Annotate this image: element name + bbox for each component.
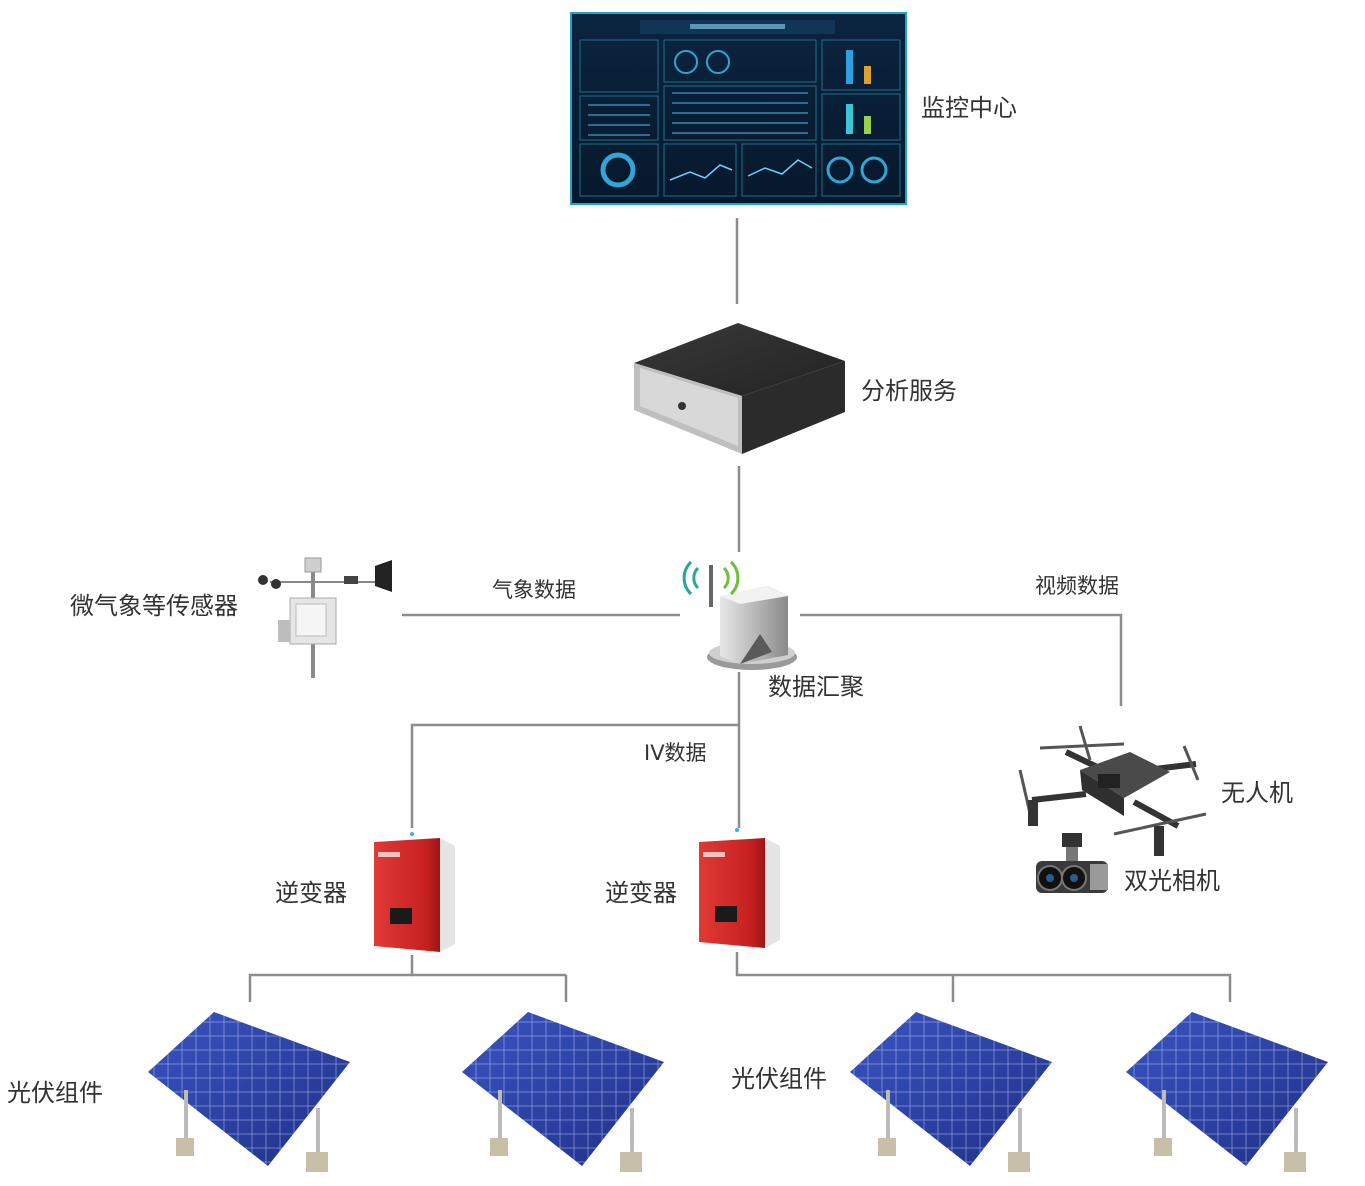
label-inverter-right: 逆变器 <box>605 879 677 907</box>
inverter-icon-left <box>374 832 455 952</box>
dual-camera-icon <box>1036 833 1108 893</box>
gateway-icon <box>682 560 797 670</box>
label-video-data: 视频数据 <box>1035 574 1119 598</box>
label-analysis-service: 分析服务 <box>861 377 957 405</box>
label-inverter-left: 逆变器 <box>275 879 347 907</box>
drone-icon <box>1018 725 1207 856</box>
server-icon <box>634 323 845 454</box>
pv-panel-3 <box>850 1012 1052 1172</box>
label-weather-data: 气象数据 <box>492 578 576 602</box>
pv-panel-2 <box>462 1012 664 1172</box>
label-weather-sensor: 微气象等传感器 <box>70 592 238 620</box>
label-drone: 无人机 <box>1221 779 1293 807</box>
pv-panel-4 <box>1126 1012 1328 1172</box>
weather-station-icon <box>258 557 392 678</box>
label-monitor-center: 监控中心 <box>921 94 1017 122</box>
monitor-screen-icon <box>570 12 907 205</box>
label-pv-module-right: 光伏组件 <box>731 1065 827 1093</box>
label-dual-camera: 双光相机 <box>1124 867 1220 895</box>
connector-lines <box>248 218 1232 1002</box>
label-data-aggregation: 数据汇聚 <box>768 673 864 701</box>
label-pv-module-left: 光伏组件 <box>7 1079 103 1107</box>
label-iv-data: IV数据 <box>644 741 707 765</box>
inverter-icon-right <box>699 828 780 948</box>
pv-panel-1 <box>148 1012 350 1172</box>
